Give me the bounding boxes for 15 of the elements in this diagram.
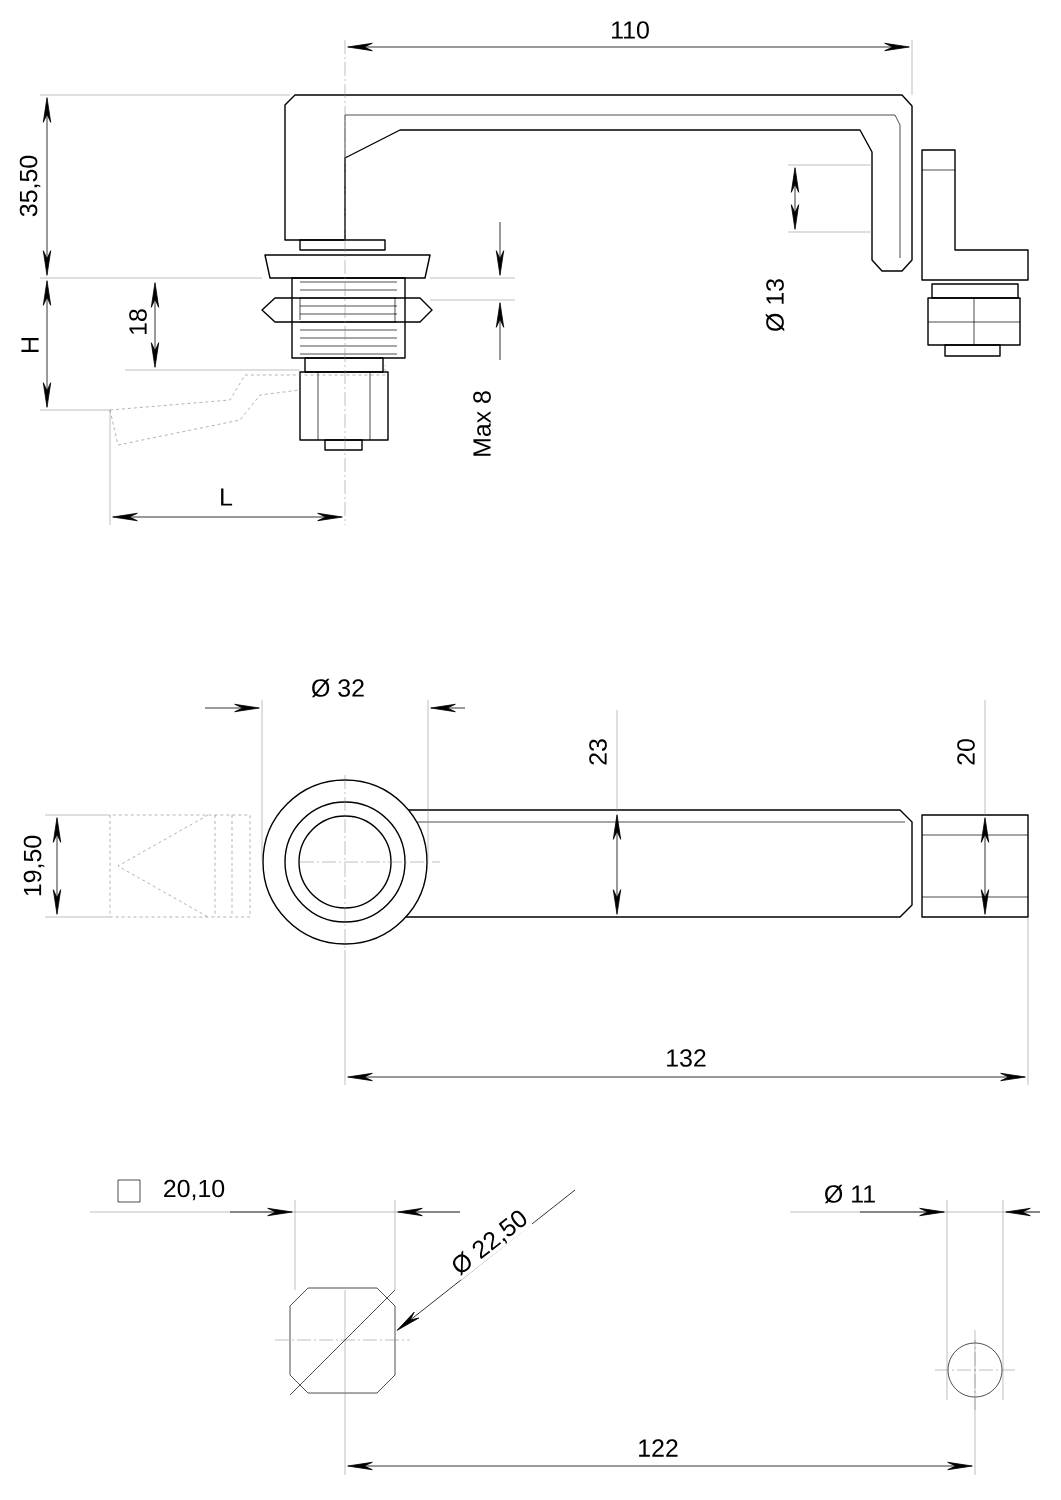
dimension-label: 19,50 — [22, 833, 46, 899]
dimension-label: Max 8 — [472, 389, 492, 459]
dimension-label: 20,10 — [161, 1178, 227, 1202]
dimension-label: 132 — [664, 1048, 708, 1068]
dimension-label: 110 — [609, 20, 651, 40]
dimension-label: 18 — [128, 307, 148, 337]
dimension-label: 35,50 — [18, 153, 42, 219]
dimension-label: Ø 32 — [310, 677, 366, 699]
dimension-label: 20 — [956, 737, 976, 767]
dimension-label: 23 — [588, 737, 608, 767]
dimension-label: Ø 11 — [822, 1183, 878, 1205]
dimension-label: Ø 13 — [764, 277, 786, 333]
dimension-label: H — [20, 335, 40, 355]
dimension-label: 122 — [636, 1438, 680, 1458]
dimension-label: L — [218, 487, 234, 507]
